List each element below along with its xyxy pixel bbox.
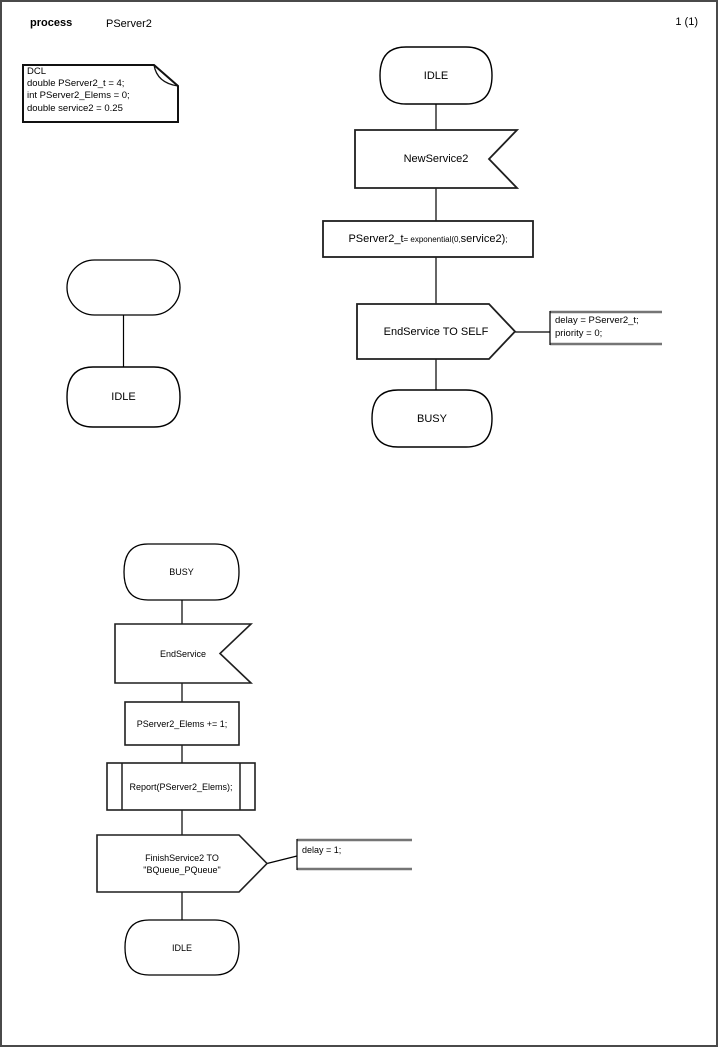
process-keyword: process (30, 17, 73, 29)
comment-connector-line (266, 855, 298, 865)
state-label-idle-bottom: IDLE (171, 942, 192, 953)
input-symbol-endservice (114, 623, 254, 684)
comment-line: delay = PServer2_t; (555, 315, 639, 326)
output-text-line1: FinishService2 TO (145, 852, 219, 863)
state-symbol-busy-bottom (123, 543, 240, 601)
dcl-fold-corner (153, 64, 179, 87)
page-number: 1 (1) (675, 16, 698, 28)
task-label-elems-increment: PServer2_Elems += 1; (136, 718, 228, 729)
state-symbol-busy-main (371, 389, 493, 448)
task-text-semi: ; (505, 235, 508, 244)
procedure-label-report: Report(PServer2_Elems); (129, 781, 233, 792)
dcl-line: int PServer2_Elems = 0; (27, 90, 130, 102)
state-symbol-idle-main (379, 46, 493, 105)
state-label-idle-left: IDLE (111, 391, 136, 403)
process-name: PServer2 (106, 18, 152, 30)
task-label-pserver2-t: PServer2_t = exponential(0,service2); (323, 221, 533, 257)
input-label-newservice2: NewService2 (403, 153, 469, 165)
state-label-busy-main: BUSY (417, 412, 447, 425)
state-symbol-idle-bottom (124, 919, 240, 976)
comment-text-delay-priority: delay = PServer2_t; priority = 0; (555, 314, 639, 340)
procedure-call-symbol-report (106, 762, 256, 811)
state-label-busy-bottom: BUSY (169, 567, 194, 577)
dcl-line: DCL (27, 66, 47, 77)
output-label-endservice-to-self: EndService TO SELF (383, 325, 489, 338)
dcl-line: double service2 = 0.25 (27, 102, 123, 114)
input-symbol-newservice2 (354, 129, 520, 189)
dcl-line: double PServer2_t = 4; (27, 78, 125, 90)
task-text-lhs: PServer2_t (348, 233, 404, 245)
task-symbol-pserver2-t (322, 220, 534, 258)
state-label-idle-main: IDLE (423, 69, 449, 82)
comment-line: priority = 0; (555, 328, 603, 339)
output-symbol-finishservice2 (96, 834, 269, 893)
output-symbol-endservice-to-self (356, 303, 517, 360)
dcl-declaration-text: DCL double PServer2_t = 4; int PServer2_… (27, 66, 175, 120)
start-state-symbol-empty (66, 259, 181, 316)
output-label-finishservice2: FinishService2 TO "BQueue_PQueue" (97, 835, 267, 892)
task-symbol-elems-increment (124, 701, 240, 746)
task-text-op: = exponential(0, (403, 235, 461, 244)
input-label-endservice: EndService (159, 648, 207, 659)
state-symbol-idle-left (66, 366, 181, 428)
output-text-line2: "BQueue_PQueue" (143, 864, 221, 875)
dcl-text-symbol-shape (22, 64, 179, 123)
task-text-arg: service2) (460, 233, 506, 245)
comment-text-delay1: delay = 1; (302, 845, 342, 855)
